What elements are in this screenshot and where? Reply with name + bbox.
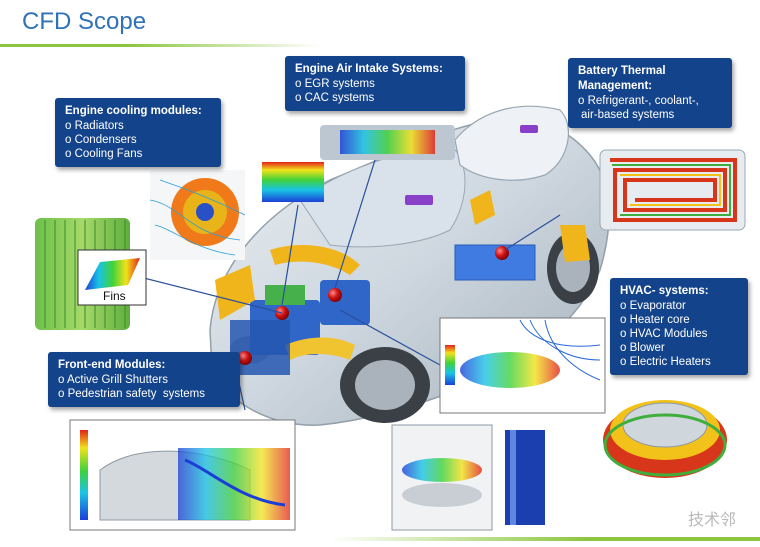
charge-air-cooler-image [262, 125, 455, 202]
list-item: Heater core [620, 313, 738, 327]
list-item: EGR systems [295, 77, 455, 91]
blower-image [603, 400, 727, 478]
fins-label: Fins [103, 289, 126, 303]
list-item-continuation: air-based systems [581, 109, 675, 121]
battery-cooling-plate-image [599, 149, 746, 231]
watermark-text: 技术邻 [688, 510, 737, 529]
list-item: Radiators [65, 119, 211, 133]
front-end-heading: Front-end Modules: [58, 359, 166, 371]
air-intake-heading: Engine Air Intake Systems: [295, 63, 443, 75]
list-item: Cooling Fans [65, 147, 211, 161]
list-item: Pedestrian safety systems [58, 387, 230, 401]
radiator-image [35, 218, 147, 330]
frontend-marker [238, 351, 252, 365]
intake-marker [328, 288, 342, 302]
evaporator-image [391, 424, 545, 531]
list-item: Electric Heaters [620, 355, 738, 369]
air-intake-callout: Engine Air Intake Systems: EGR systems C… [285, 56, 465, 111]
list-item: CAC systems [295, 91, 455, 105]
list-item: Blower [620, 341, 738, 355]
hvac-heading: HVAC- systems: [620, 285, 709, 297]
list-item: Refrigerant-, coolant-, [578, 94, 722, 108]
hvac-callout: HVAC- systems: Evaporator Heater core HV… [610, 278, 748, 375]
title-underline [0, 44, 320, 47]
engine-cooling-heading: Engine cooling modules: [65, 105, 202, 117]
bottom-accent-line [330, 537, 760, 541]
list-item: Active Grill Shutters [58, 373, 230, 387]
list-item: Condensers [65, 133, 211, 147]
battery-heading-line1: Battery Thermal [578, 65, 666, 77]
battery-thermal-callout: Battery Thermal Management: Refrigerant-… [568, 58, 732, 128]
front-end-callout: Front-end Modules: Active Grill Shutters… [48, 352, 240, 407]
engine-cooling-callout: Engine cooling modules: Radiators Conden… [55, 98, 221, 167]
cooling-fan-image [149, 170, 246, 260]
list-item: HVAC Modules [620, 327, 738, 341]
battery-heading-line2: Management: [578, 80, 653, 92]
list-item: Evaporator [620, 299, 738, 313]
hvac-simulation-image [439, 317, 606, 414]
frontend-simulation-image [69, 419, 296, 531]
page-title: CFD Scope [22, 8, 147, 35]
